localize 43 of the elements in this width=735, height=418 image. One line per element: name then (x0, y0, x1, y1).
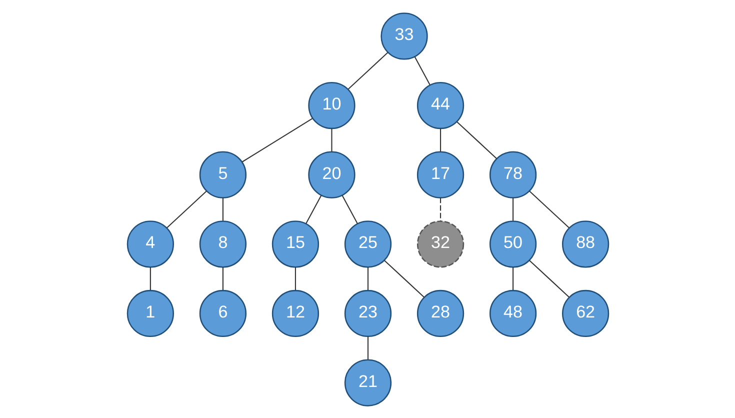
node-circle: 8 (198, 220, 246, 268)
node-circle: 44 (416, 81, 464, 129)
node-circle: 23 (344, 289, 392, 337)
connector (294, 266, 296, 290)
node-circle: 33 (380, 12, 428, 60)
connector (456, 120, 497, 158)
node-circle: 6 (198, 289, 246, 337)
node-circle: 28 (416, 289, 464, 337)
node-circle: 88 (562, 220, 609, 268)
connector (366, 336, 368, 359)
connector (305, 194, 322, 224)
connector (512, 197, 514, 220)
node-circle: 5 (198, 150, 246, 198)
node-circle: 17 (416, 150, 464, 198)
node-circle: 4 (126, 220, 174, 268)
connector (528, 260, 570, 298)
connector (166, 190, 206, 228)
connector (439, 128, 441, 151)
node-circle: 12 (271, 289, 319, 337)
connector (330, 128, 332, 151)
connector (241, 118, 312, 162)
node-circle: 50 (488, 220, 536, 268)
connector (414, 56, 430, 85)
node-circle: 20 (308, 150, 355, 198)
connector (366, 266, 368, 290)
node-circle: 1 (126, 289, 174, 337)
connector (512, 266, 514, 290)
node-circle: 15 (271, 220, 319, 268)
connector (149, 266, 150, 290)
node-circle: 25 (344, 220, 392, 268)
connector (222, 197, 223, 220)
connector (347, 52, 388, 90)
node-circle: 78 (488, 150, 536, 198)
node-circle: 21 (344, 358, 392, 406)
connector (528, 190, 570, 228)
connector (222, 266, 223, 290)
connector (341, 194, 358, 224)
node-circle: 32 (416, 220, 464, 268)
node-circle: 10 (308, 81, 355, 129)
node-circle: 48 (488, 289, 536, 337)
node-circle: 62 (562, 289, 609, 337)
connector (384, 260, 424, 298)
connector (439, 197, 441, 220)
